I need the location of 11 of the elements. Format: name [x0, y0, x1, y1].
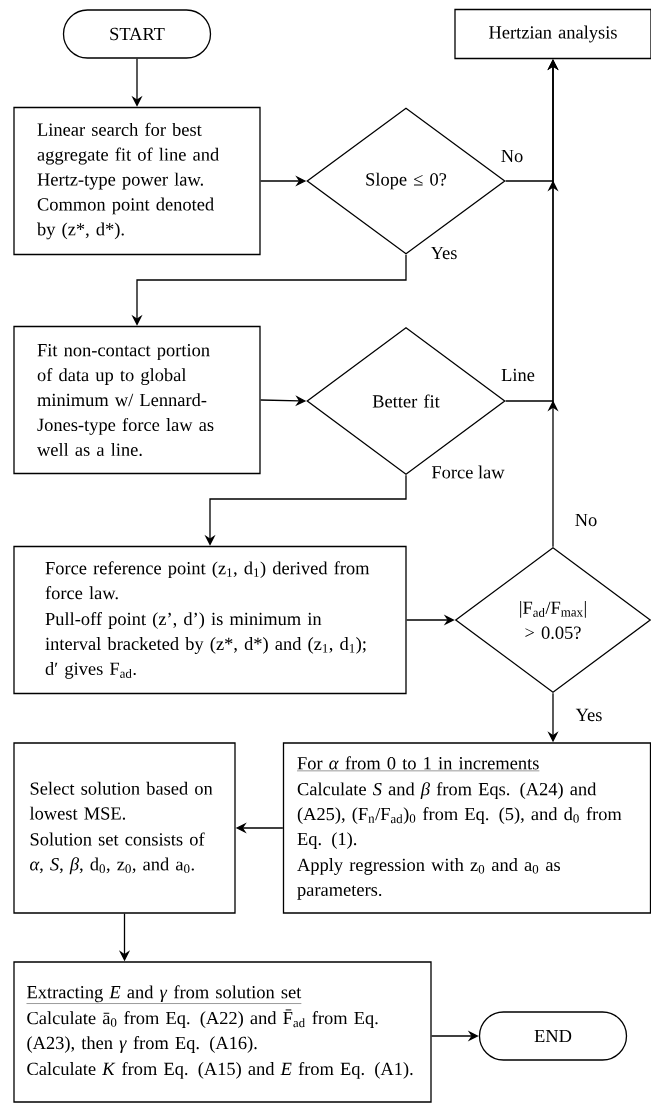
terminal-box: END [478, 1011, 628, 1061]
process-box: Linear search for best aggregate fit of line and Hertz-type power law. Common point denoted by (z*, d*). [13, 106, 261, 256]
terminal-box: START [62, 9, 212, 59]
process-box: Extracting E and γ from solution set Calculate ā$_{0}$ from Eq. (A22) and F̄$_{ad}$ from Eq. (A23), then γ from Eq. (A16). Calculate K from Eq. (A15) and E from Eq. (A1). [13, 961, 432, 1103]
process-box: Force reference point (z$_{1}$, d$_{1}$) derived from force law. Pull-off point (z’, d’) is minimum in interval bracketed by (z*, d*) and (z$_{1}$, d$_{1}$); d′ gives F$_{ad}$. [13, 545, 407, 695]
edge-label: Yes [574, 707, 604, 723]
process-box: For α from 0 to 1 in increments Calculate S and β from Eqs. (A24) and (A25), (F$_{n}$/F$_{ad}$)$_{0}$ from Eq. (5), and d$_{0}$ from Eq. (1). Apply regression with z$_{0}$ and a$_{0}$ as parameters. [282, 742, 651, 914]
process-box: Fit non-contact portion of data up to global minimum w/ Lennard-Jones-type force law as well as a line. [13, 325, 261, 475]
process-box: Hertzian analysis [454, 8, 651, 60]
edge-label: No [573, 512, 599, 528]
process-box: Select solution based on lowest MSE. Solution set consists of α, S, β, d$_{0}$, z$_{0}$, and a$_{0}$. [13, 742, 236, 914]
